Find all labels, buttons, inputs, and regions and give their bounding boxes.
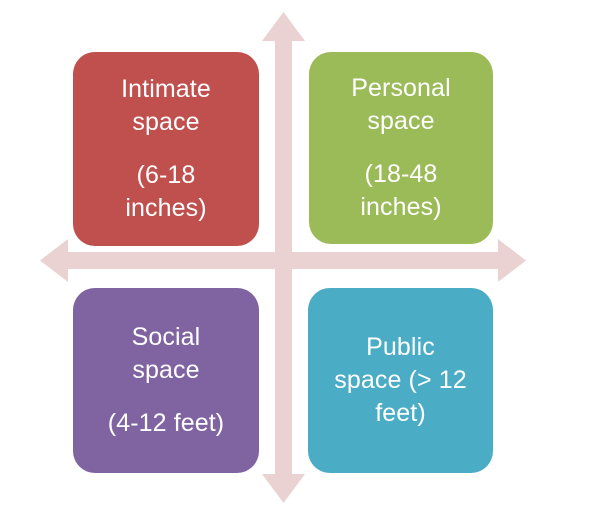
quadrant-public-title: Public space (> 12 [334, 332, 467, 394]
arrowhead-down-icon [262, 474, 305, 503]
axis-horizontal-shaft [62, 252, 504, 269]
quadrant-social-space: Social space (4-12 feet) [73, 288, 259, 473]
quadrant-social-title: Social space [131, 322, 201, 384]
quadrant-intimate-detail: (6-18 inches) [125, 161, 207, 223]
arrowhead-right-icon [498, 239, 526, 282]
quadrant-public-space: Public space (> 12 feet) [308, 288, 493, 473]
quadrant-personal-title: Personal space [351, 73, 451, 135]
quadrant-social-detail: (4-12 feet) [107, 409, 225, 438]
quadrant-personal-detail: (18-48 inches) [360, 160, 442, 222]
arrowhead-up-icon [262, 12, 305, 41]
quadrant-intimate-space: Intimate space (6-18 inches) [73, 52, 259, 246]
quadrant-public-detail: feet) [375, 399, 426, 428]
quadrant-intimate-title: Intimate space [121, 74, 211, 136]
arrowhead-left-icon [40, 239, 68, 282]
axis-vertical-shaft [275, 38, 292, 490]
quadrant-personal-space: Personal space (18-48 inches) [309, 52, 493, 244]
